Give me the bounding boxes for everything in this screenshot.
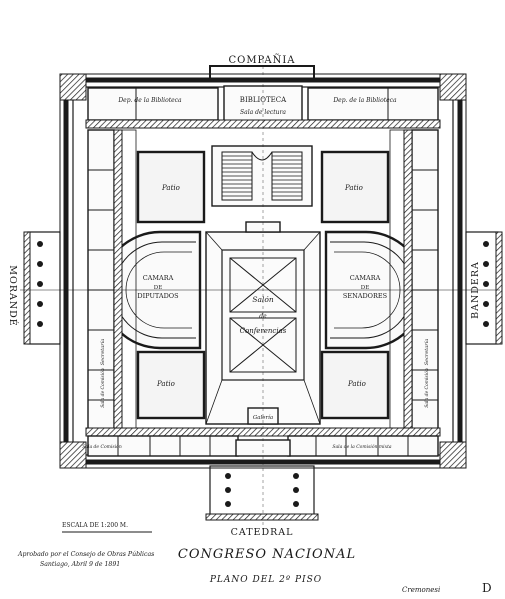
signature: Cremonesi	[402, 586, 440, 594]
east-wing	[389, 129, 439, 431]
approval-line1: Aprobado por el Consejo de Obras Pública…	[17, 551, 154, 558]
galeria-label: Galería	[253, 414, 273, 421]
sheet-letter: D	[482, 581, 492, 595]
camara-senadores-line1: CAMARA	[350, 274, 381, 282]
patio-se-label: Patio	[347, 380, 366, 388]
camara-diputados-line3: DIPUTADOS	[137, 292, 178, 300]
biblioteca-label: BIBLIOTECA	[240, 96, 287, 104]
camara-senadores-line2: DE	[361, 285, 369, 291]
patio-ne-label: Patio	[344, 184, 363, 192]
patio-sw-label: Patio	[156, 380, 175, 388]
salon-line3: Conferencias	[240, 327, 287, 335]
secretaria-e-label: Secretaría	[423, 339, 430, 366]
courtyards	[136, 150, 390, 420]
sala-comision-mixta-label: Sala de la Comisión mixta	[332, 443, 392, 450]
dep-biblioteca-ne-label: Dep. de la Biblioteca	[332, 97, 397, 104]
camara-senadores-line3: SENADORES	[343, 292, 387, 300]
central-staircase	[211, 145, 313, 207]
salon-line1: Salón	[252, 295, 274, 304]
patio-nw-label: Patio	[161, 184, 180, 192]
sala-comision-sw-label: Sala de Comisión	[82, 443, 122, 450]
approval-line2: Santiago, Abril 9 de 1891	[40, 561, 120, 568]
west-wing	[87, 129, 137, 431]
east-portico	[465, 231, 503, 345]
south-portico	[205, 465, 319, 521]
drawing-subtitle: PLANO DEL 2º PISO	[209, 575, 322, 585]
sala-lectura-label: Sala de lectura	[240, 109, 286, 116]
west-portico	[23, 231, 61, 345]
camara-diputados-line1: CAMARA	[143, 274, 174, 282]
salon-line2: de	[259, 313, 267, 320]
street-north-label: COMPAÑIA	[228, 54, 295, 66]
dep-biblioteca-nw-label: Dep. de la Biblioteca	[117, 97, 182, 104]
sala-comision-w-label: Sala de Comisión	[99, 368, 106, 408]
scale-label: ESCALA DE 1:200 M.	[62, 522, 128, 529]
sala-comision-e-label: Sala de Comisión	[423, 368, 430, 408]
street-west-label: MORANDÉ	[7, 265, 19, 326]
camara-diputados-line2: DE	[154, 285, 162, 291]
secretaria-w-label: Secretaría	[99, 339, 106, 366]
street-south-label: CATEDRAL	[231, 527, 294, 538]
drawing-title: CONGRESO NACIONAL	[178, 547, 356, 562]
